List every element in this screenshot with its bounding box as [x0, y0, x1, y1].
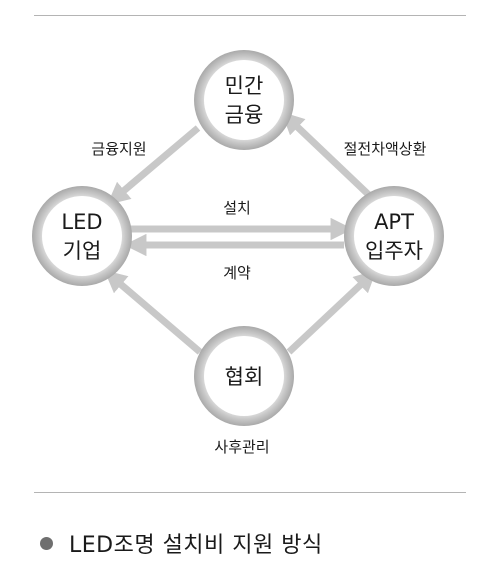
node-assoc: 협회: [194, 326, 294, 426]
edge-label-finance-support: 금융지원: [91, 140, 146, 158]
node-assoc-label: 협회: [225, 365, 264, 389]
edge-label-savings-repay: 절전차액상환: [344, 140, 427, 158]
node-apt: APT 입주자: [344, 186, 444, 286]
edge-label-install: 설치: [223, 199, 251, 217]
figure-caption: LED조명 설치비 지원 방식: [69, 533, 323, 558]
led-support-diagram: 민간 금융 LED 기업 APT 입주자 협회 금융지원 절전차액상환 설치 계…: [32, 50, 444, 456]
node-finance-line2: 금융: [225, 103, 264, 127]
node-finance: 민간 금융: [194, 50, 294, 150]
edge-label-contract: 계약: [223, 264, 251, 282]
arrows: [104, 111, 377, 355]
node-led-line1: LED: [61, 210, 102, 234]
edge-label-after-service: 사후관리: [214, 438, 269, 456]
bullet-icon: [40, 536, 53, 550]
node-finance-line1: 민간: [225, 74, 264, 98]
node-led-line2: 기업: [63, 239, 102, 263]
bottom-divider: [34, 492, 466, 493]
top-divider: [34, 15, 466, 16]
arrow-assoc-to-apt: [286, 269, 377, 355]
node-apt-line2: 입주자: [365, 239, 423, 263]
caption-row: LED조명 설치비 지원 방식: [40, 528, 323, 558]
arrow-assoc-to-led: [104, 270, 203, 355]
node-led: LED 기업: [32, 186, 132, 286]
node-apt-line1: APT: [374, 210, 414, 234]
arrow-apt-to-finance: [281, 111, 373, 199]
arrow-finance-to-led: [107, 125, 201, 205]
